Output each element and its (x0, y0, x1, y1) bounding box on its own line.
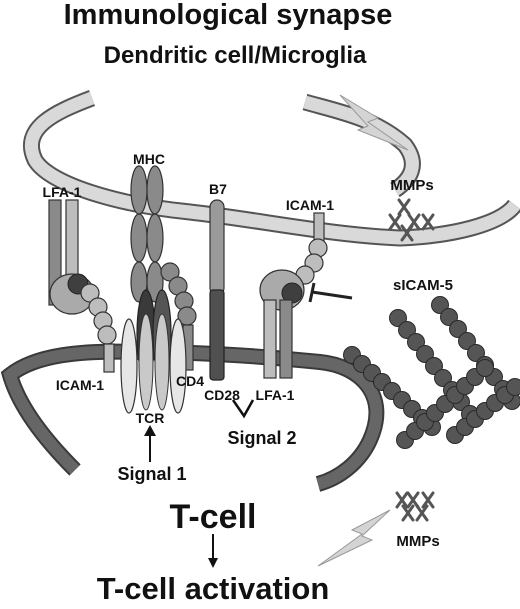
signal1-arrow (144, 425, 156, 462)
t-cell-membrane (0, 343, 385, 492)
mmp-icon (397, 198, 411, 216)
label-icam1-bottom: ICAM-1 (56, 377, 104, 393)
signal2-arrow (231, 399, 255, 419)
label-sicam5: sICAM-5 (393, 277, 453, 294)
lightning-bolt-top (339, 94, 409, 151)
label-signal2: Signal 2 (227, 428, 296, 448)
mmps-top-icons (388, 198, 435, 242)
mhc-molecule (130, 165, 164, 303)
sicam5-bead (416, 345, 434, 363)
label-b7: B7 (209, 181, 227, 197)
title: Immunological synapse (64, 0, 393, 31)
activation-arrow (208, 534, 218, 568)
label-cd28: CD28 (204, 387, 240, 403)
sicam5-bead (449, 320, 467, 338)
lfa1-right-molecule (259, 269, 305, 379)
sicam5-bead (431, 296, 449, 314)
mmp-icon (395, 491, 409, 509)
label-lfa1-bottom: LFA-1 (256, 387, 295, 403)
mmps-bottom-icons (395, 491, 435, 522)
sicam5-bead (458, 332, 476, 350)
sicam5-bead (434, 369, 452, 387)
sicam5-bead (506, 378, 520, 396)
sicam5-bead (476, 359, 494, 377)
sicam5-bead (389, 309, 407, 327)
label-signal1: Signal 1 (117, 464, 186, 484)
label-tcell: T-cell (170, 498, 257, 536)
label-tcr: TCR (136, 410, 165, 426)
dendritic-cell-membrane (23, 90, 520, 247)
sicam5-chains (343, 296, 520, 449)
cd4-molecule (160, 262, 197, 371)
b7-molecule (209, 199, 225, 296)
label-mmps-bottom: MMPs (396, 533, 439, 550)
mmp-icon (421, 491, 435, 509)
sicam5-bead (407, 333, 425, 351)
lightning-bolt-bottom (317, 509, 391, 567)
sicam5-bead (398, 321, 416, 339)
mmp-icon (415, 504, 429, 522)
label-lfa1-top: LFA-1 (43, 184, 82, 200)
label-cd4: CD4 (176, 373, 204, 389)
label-mhc: MHC (133, 151, 165, 167)
mmp-icon (400, 224, 414, 242)
sicam5-bead (440, 308, 458, 326)
subtitle: Dendritic cell/Microglia (104, 42, 367, 69)
mmp-icon (421, 213, 435, 231)
sicam5-inhibition-symbol (308, 282, 353, 303)
cd28-molecule (209, 289, 225, 381)
sicam5-bead (467, 344, 485, 362)
icam1-left-molecule (80, 283, 117, 373)
mmp-icon (401, 504, 415, 522)
label-icam1-top: ICAM-1 (286, 197, 334, 213)
label-tcell-activation: T-cell activation (97, 571, 330, 606)
tcr-molecule (120, 289, 187, 414)
sicam5-bead (425, 357, 443, 375)
label-mmps-top: MMPs (390, 177, 433, 194)
mmp-icon (388, 213, 402, 231)
